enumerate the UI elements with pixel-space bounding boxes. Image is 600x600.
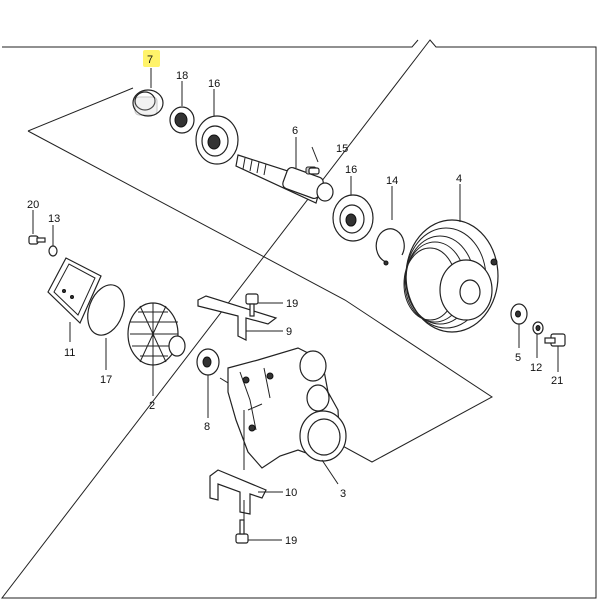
callout-14[interactable]: 14 (386, 175, 398, 187)
highlight-label-7 (143, 50, 160, 67)
callout-3[interactable]: 3 (340, 488, 346, 500)
callout-10[interactable]: 10 (285, 487, 297, 499)
callout-4[interactable]: 4 (456, 173, 462, 185)
leader-lines (32, 68, 559, 541)
part-20-screw (28, 235, 46, 245)
part-6-shaft (235, 154, 334, 204)
part-18-seal (169, 106, 195, 134)
part-16a-bearing (195, 115, 239, 165)
part-17-o-ring (87, 284, 125, 336)
callout-2[interactable]: 2 (149, 400, 155, 412)
callout-20[interactable]: 20 (27, 199, 39, 211)
part-19b-bolt (235, 519, 249, 544)
callout-17[interactable]: 17 (100, 374, 112, 386)
part-15-key (308, 167, 320, 175)
callout-7[interactable]: 7 (147, 54, 153, 66)
callout-11[interactable]: 11 (64, 347, 75, 359)
part-14-circlip (375, 228, 405, 266)
part-12-lock-washer (532, 321, 544, 335)
callout-15[interactable]: 15 (336, 143, 348, 155)
part-10-bracket (209, 469, 267, 515)
callout-19a[interactable]: 19 (286, 298, 298, 310)
callout-13[interactable]: 13 (48, 213, 60, 225)
callout-6[interactable]: 6 (292, 125, 298, 137)
callout-9[interactable]: 9 (286, 326, 292, 338)
callout-labels: 7 18 16 6 15 16 14 4 20 13 19 9 11 17 2 … (27, 54, 563, 547)
part-4-pulley (403, 219, 499, 333)
part-19a-bolt (245, 293, 259, 317)
callout-5[interactable]: 5 (515, 352, 521, 364)
callout-16b[interactable]: 16 (345, 164, 357, 176)
part-11-cover-plate (47, 257, 102, 325)
part-9-bracket (197, 295, 278, 341)
diagram-frame (0, 39, 597, 599)
part-2-impeller (127, 302, 186, 366)
part-21-bolt (544, 333, 566, 347)
callout-8[interactable]: 8 (204, 421, 210, 433)
callout-16a[interactable]: 16 (208, 78, 220, 90)
callout-12[interactable]: 12 (530, 362, 542, 374)
part-16b-bearing (332, 194, 374, 242)
callout-19b[interactable]: 19 (285, 535, 297, 547)
part-8-gasket (196, 348, 220, 376)
part-3-pump-housing (227, 347, 347, 469)
callout-21[interactable]: 21 (551, 375, 563, 387)
callout-18[interactable]: 18 (176, 70, 188, 82)
part-7-bushing (132, 89, 164, 117)
part-5-washer (510, 303, 528, 325)
part-13-washer (48, 245, 58, 257)
